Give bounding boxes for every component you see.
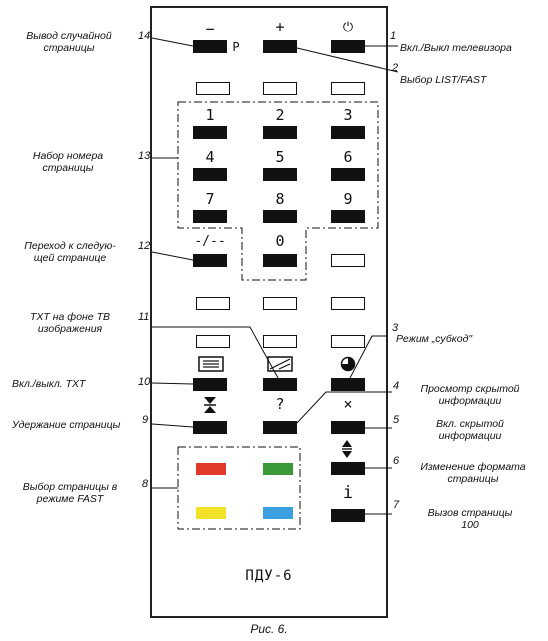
digit-4-label: 4 — [205, 148, 215, 166]
yellow-button[interactable] — [196, 507, 226, 519]
size-button[interactable] — [331, 462, 365, 475]
p-label: P — [232, 40, 240, 54]
figure-caption: Рис. 6. — [250, 622, 288, 636]
dash-label: -/-- — [194, 234, 226, 249]
callout-12: 12 — [138, 240, 151, 252]
reveal-button[interactable] — [263, 421, 297, 434]
callout-6: 6 — [393, 455, 400, 467]
minus-label: − — [205, 20, 215, 38]
cross-label: × — [343, 395, 353, 413]
callout-1: 1 — [390, 30, 397, 42]
digit-9-label: 9 — [343, 190, 353, 208]
annotation-9: Удержание страницы — [12, 419, 121, 431]
size-icon — [342, 440, 352, 458]
subcode-icon — [340, 356, 356, 372]
callout-9: 9 — [142, 414, 149, 426]
annotation-3: Режим „субкод" — [396, 333, 473, 345]
red-button[interactable] — [196, 463, 226, 475]
green-button[interactable] — [263, 463, 293, 475]
index-page-button[interactable] — [331, 509, 365, 522]
callout-5: 5 — [393, 414, 400, 426]
blank-button-c1[interactable] — [196, 297, 230, 310]
remote-model: ПДУ-6 — [245, 568, 293, 584]
digit-1-button[interactable] — [193, 126, 227, 139]
digit-2-button[interactable] — [263, 126, 297, 139]
subcode-button[interactable] — [331, 378, 365, 391]
digit-5-button[interactable] — [263, 168, 297, 181]
digit-7-label: 7 — [205, 190, 215, 208]
power-icon: ⏻ — [342, 20, 354, 35]
callout-3: 3 — [392, 322, 399, 334]
digit-4-button[interactable] — [193, 168, 227, 181]
digit-8-button[interactable] — [263, 210, 297, 223]
digit-9-button[interactable] — [331, 210, 365, 223]
blank-button-d3[interactable] — [331, 335, 365, 348]
callout-8: 8 — [142, 478, 149, 490]
digit-2-label: 2 — [275, 106, 285, 124]
digit-5-label: 5 — [275, 148, 285, 166]
blank-button-d1[interactable] — [196, 335, 230, 348]
blank-button-a3[interactable] — [331, 82, 365, 95]
callout-2: 2 — [392, 62, 399, 74]
hidden-info-button[interactable] — [331, 421, 365, 434]
list-fast-button[interactable] — [263, 40, 297, 53]
remote-body — [150, 6, 388, 618]
power-button[interactable] — [331, 40, 365, 53]
annotation-12: Переход к следую-щей странице — [24, 240, 116, 264]
callout-11: 11 — [138, 311, 150, 323]
digit-7-button[interactable] — [193, 210, 227, 223]
annotation-10: Вкл./выкл. TXT — [12, 378, 86, 390]
info-label: i — [342, 483, 354, 503]
hold-button[interactable] — [193, 421, 227, 434]
digit-6-button[interactable] — [331, 168, 365, 181]
digit-8-label: 8 — [275, 190, 285, 208]
callout-4: 4 — [393, 380, 400, 392]
callout-13: 13 — [138, 150, 151, 162]
blank-button-a2[interactable] — [263, 82, 297, 95]
digit-0-label: 0 — [275, 232, 285, 250]
digit-6-label: 6 — [343, 148, 353, 166]
mix-button[interactable] — [263, 378, 297, 391]
blue-button[interactable] — [263, 507, 293, 519]
mix-icon — [267, 356, 293, 372]
callout-10: 10 — [138, 376, 151, 388]
digit-1-label: 1 — [205, 106, 215, 124]
blank-button-a1[interactable] — [196, 82, 230, 95]
reveal-label: ? — [275, 395, 285, 413]
blank-button-c3[interactable] — [331, 297, 365, 310]
minus-button[interactable] — [193, 40, 227, 53]
next-page-button[interactable] — [193, 254, 227, 267]
annotation-1: Вкл./Выкл телевизора — [400, 42, 512, 54]
annotation-2: Выбор LIST/FAST — [400, 74, 487, 86]
plus-label: + — [275, 18, 285, 36]
txt-button[interactable] — [193, 378, 227, 391]
blank-button-b3[interactable] — [331, 254, 365, 267]
digit-0-button[interactable] — [263, 254, 297, 267]
callout-14: 14 — [138, 30, 151, 42]
digit-3-button[interactable] — [331, 126, 365, 139]
txt-icon — [198, 356, 224, 372]
blank-button-d2[interactable] — [263, 335, 297, 348]
hold-icon — [204, 397, 216, 413]
digit-3-label: 3 — [343, 106, 353, 124]
blank-button-c2[interactable] — [263, 297, 297, 310]
callout-7: 7 — [393, 499, 400, 511]
